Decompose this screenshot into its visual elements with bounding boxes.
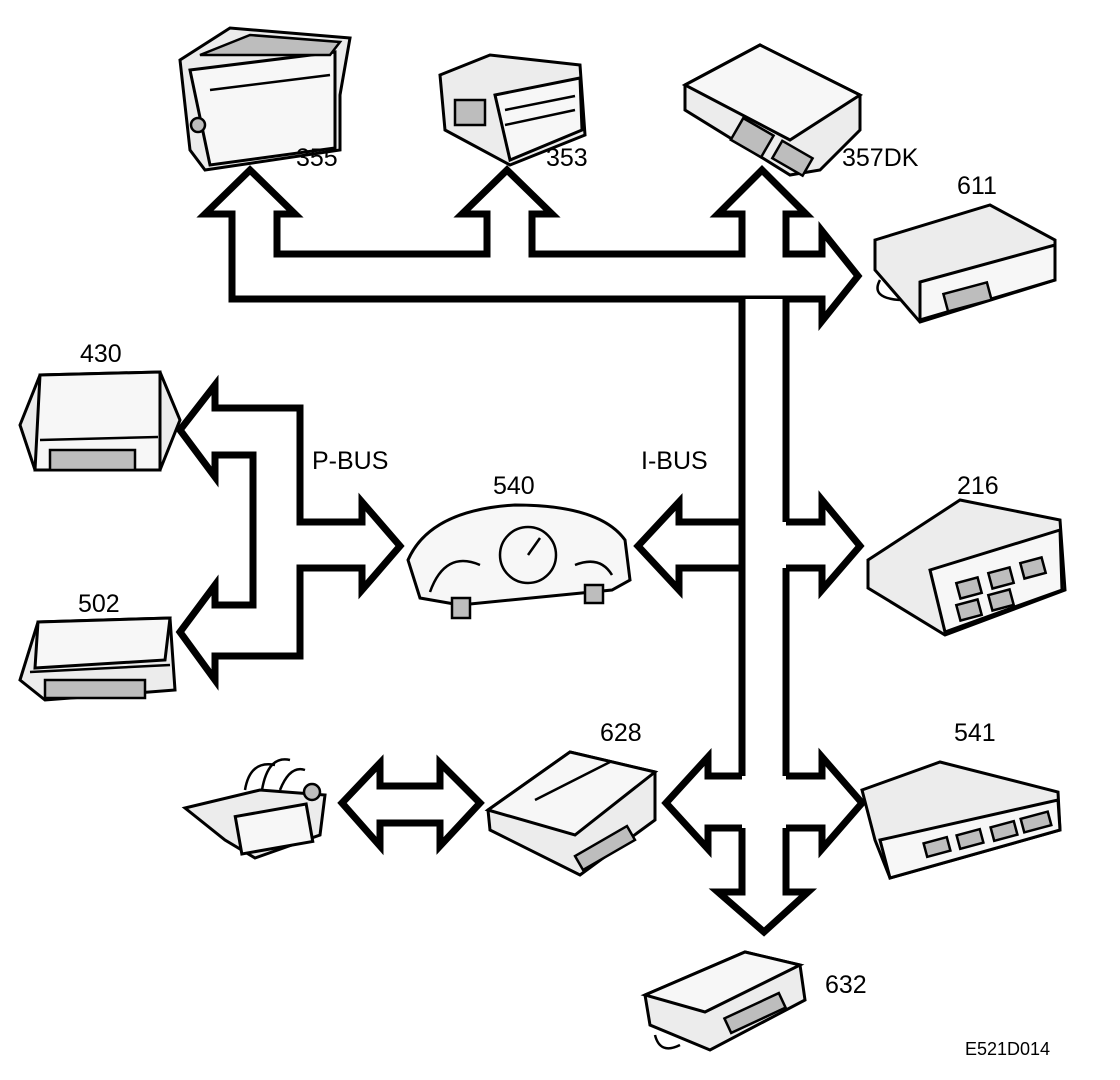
label-353: 353	[546, 144, 588, 172]
module-430-icon	[18, 370, 182, 472]
module-502-icon	[18, 616, 177, 702]
i-bus-down-arrow-632	[708, 828, 818, 937]
module-611-icon	[873, 203, 1057, 324]
i-bus-arrows	[196, 165, 867, 937]
p-bus-arrows	[175, 374, 405, 691]
p-bus-arrow-430-540	[175, 374, 405, 691]
label-540: 540	[493, 472, 535, 500]
module-628-icon	[484, 750, 659, 877]
i-bus-branch-628-541	[661, 747, 867, 859]
i-bus-top-bar	[196, 165, 863, 331]
module-216-icon	[866, 498, 1067, 637]
label-430: 430	[80, 340, 122, 368]
diagnostic-connector-icon	[181, 758, 327, 860]
module-632-icon	[640, 950, 807, 1052]
figure-code: E521D014	[965, 1039, 1050, 1059]
label-502: 502	[78, 590, 120, 618]
i-bus-trunk	[742, 299, 786, 799]
label-357dk: 357DK	[842, 144, 919, 172]
module-540-icon	[406, 503, 632, 620]
module-355-icon	[178, 26, 352, 172]
label-628: 628	[600, 719, 642, 747]
diagnostic-link-arrow	[337, 754, 485, 856]
label-p-bus: P-BUS	[312, 447, 388, 475]
label-216: 216	[957, 472, 999, 500]
label-541: 541	[954, 719, 996, 747]
module-353-icon	[438, 53, 587, 167]
i-bus-branch-540-216	[633, 490, 865, 600]
label-355: 355	[296, 144, 338, 172]
module-541-icon	[860, 760, 1062, 880]
label-i-bus: I-BUS	[641, 447, 708, 475]
label-611: 611	[957, 172, 997, 200]
label-632: 632	[825, 971, 867, 999]
module-357dk-icon	[681, 43, 864, 178]
